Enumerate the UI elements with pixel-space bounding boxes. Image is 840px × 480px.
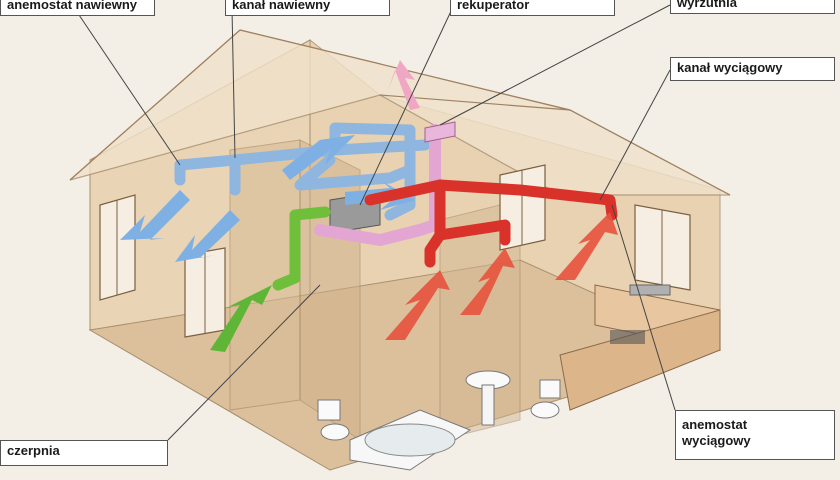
roof-edge [69,29,241,181]
toilet-right [530,379,561,419]
supply-duct [174,122,431,221]
gable-right [379,94,731,196]
exhaust-duct [364,179,618,268]
label-rekuperator: rekuperator [450,0,615,16]
window-middle [184,247,226,338]
leader-lines [74,4,676,441]
window-left [99,194,136,301]
label-wyrzutnia: wyrzutnia [670,0,835,14]
recuperator-vent [424,121,456,143]
label-kanal-wyciagowy: kanał wyciągowy [670,57,835,81]
intake-duct [272,206,331,291]
bathtub [349,409,472,471]
kitchen-counter [559,284,721,411]
exhaust-arrows [385,212,618,340]
sink [465,370,511,426]
window-right [634,204,691,291]
label-anemostat-nawiewny: anemostat nawiewny [0,0,155,16]
label-anemostat-wyciagowy-line1: anemostat [682,417,748,432]
label-anemostat-wyciagowy: anemostat wyciągowy [675,410,835,460]
intake-arrow [210,285,272,352]
label-kanal-nawiewny: kanał nawiewny [225,0,390,16]
label-czerpnia: czerpnia [0,440,168,466]
exhaust-outlet-arrow [388,60,420,110]
label-anemostat-wyciagowy-line2: wyciągowy [682,433,751,448]
toilet-left [317,399,350,441]
supply-arrows [120,135,415,262]
